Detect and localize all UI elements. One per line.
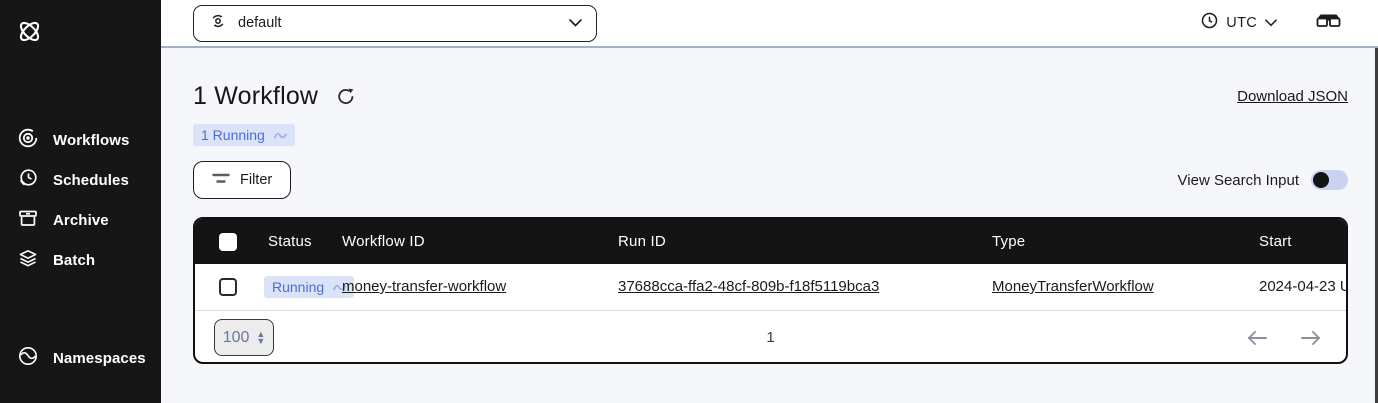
filter-button-label: Filter bbox=[240, 172, 273, 188]
page-title: 1 Workflow bbox=[193, 82, 319, 110]
page-size-select[interactable]: 100 ▲▼ bbox=[214, 319, 274, 356]
sidebar: Workflows Schedules Archive bbox=[0, 0, 161, 403]
heading-row: 1 Workflow Download JSON bbox=[193, 82, 1348, 111]
archive-icon bbox=[17, 207, 39, 234]
topbar-right: UTC bbox=[1201, 12, 1342, 34]
sidebar-item-batch[interactable]: Batch bbox=[0, 240, 161, 280]
sidebar-item-workflows[interactable]: Workflows bbox=[0, 120, 161, 160]
workflows-table: Status Workflow ID Run ID Type Start Run… bbox=[193, 217, 1348, 364]
table-header-row: Status Workflow ID Run ID Type Start bbox=[195, 219, 1346, 264]
sidebar-nav: Workflows Schedules Archive bbox=[0, 120, 161, 280]
chevron-down-icon bbox=[1265, 14, 1277, 32]
run-id-link[interactable]: 37688cca-ffa2-48cf-809b-f18f5119bca3 bbox=[618, 278, 880, 295]
refresh-icon[interactable] bbox=[336, 87, 356, 107]
column-header-status[interactable]: Status bbox=[268, 233, 312, 250]
scrollbar[interactable] bbox=[1375, 28, 1378, 403]
table-row[interactable]: Running money-transfer-workflow 37688cca… bbox=[195, 264, 1346, 310]
toggle-knob bbox=[1313, 172, 1329, 188]
sidebar-item-label: Batch bbox=[53, 251, 96, 269]
namespaces-icon bbox=[17, 345, 39, 372]
pagination-controls bbox=[1246, 330, 1322, 346]
row-checkbox[interactable] bbox=[219, 278, 237, 296]
clock-icon bbox=[1201, 12, 1218, 34]
previous-page-arrow-icon[interactable] bbox=[1246, 330, 1268, 346]
column-header-workflow-id[interactable]: Workflow ID bbox=[342, 233, 425, 250]
filter-button[interactable]: Filter bbox=[193, 161, 292, 199]
running-count-badge[interactable]: 1 Running bbox=[193, 124, 295, 146]
running-count-label: 1 Running bbox=[201, 127, 265, 143]
stepper-arrows-icon: ▲▼ bbox=[256, 329, 266, 346]
namespace-selector[interactable]: default bbox=[193, 4, 597, 42]
workflow-id-link[interactable]: money-transfer-workflow bbox=[342, 278, 507, 295]
next-page-arrow-icon[interactable] bbox=[1300, 330, 1322, 346]
workflows-icon bbox=[17, 127, 39, 154]
current-page-indicator: 1 bbox=[766, 329, 775, 346]
running-pulse-icon bbox=[333, 284, 347, 290]
chevron-down-icon bbox=[569, 14, 582, 32]
timezone-label: UTC bbox=[1226, 15, 1257, 31]
header-checkbox-cell bbox=[195, 232, 237, 251]
sidebar-nav-bottom: Namespaces bbox=[0, 338, 161, 378]
column-header-run-id[interactable]: Run ID bbox=[618, 233, 666, 250]
column-header-type[interactable]: Type bbox=[992, 233, 1026, 250]
status-summary-row: 1 Running bbox=[193, 124, 1348, 146]
temporal-logo-icon bbox=[19, 21, 40, 42]
namespace-selector-value: default bbox=[238, 15, 282, 31]
table-footer: 100 ▲▼ 1 bbox=[195, 310, 1346, 362]
download-json-link[interactable]: Download JSON bbox=[1237, 88, 1348, 105]
schedules-icon bbox=[17, 167, 39, 194]
filter-icon bbox=[212, 172, 230, 188]
view-search-input-toggle[interactable] bbox=[1311, 170, 1348, 190]
running-pulse-icon bbox=[273, 132, 287, 138]
workflow-type-link[interactable]: MoneyTransferWorkflow bbox=[992, 278, 1154, 295]
temporal-logo[interactable] bbox=[0, 0, 161, 50]
labs-glasses-icon[interactable] bbox=[1315, 12, 1342, 34]
topbar: default UTC bbox=[161, 0, 1378, 48]
sidebar-item-label: Namespaces bbox=[53, 349, 146, 367]
sidebar-item-schedules[interactable]: Schedules bbox=[0, 160, 161, 200]
row-workflow-id-cell: money-transfer-workflow bbox=[342, 278, 618, 296]
row-type-cell: MoneyTransferWorkflow bbox=[992, 278, 1259, 296]
status-badge: Running bbox=[264, 276, 355, 298]
select-all-checkbox[interactable] bbox=[219, 232, 237, 251]
row-checkbox-cell bbox=[195, 278, 237, 296]
view-search-input-control: View Search Input bbox=[1178, 170, 1348, 190]
row-run-id-cell: 37688cca-ffa2-48cf-809b-f18f5119bca3 bbox=[618, 278, 992, 296]
sidebar-item-label: Schedules bbox=[53, 171, 129, 189]
status-label: Running bbox=[272, 279, 325, 295]
namespace-switcher-icon bbox=[208, 11, 228, 36]
sidebar-item-archive[interactable]: Archive bbox=[0, 200, 161, 240]
sidebar-item-label: Workflows bbox=[53, 131, 130, 149]
sidebar-item-namespaces[interactable]: Namespaces bbox=[0, 338, 161, 378]
main-content: 1 Workflow Download JSON 1 Running bbox=[161, 48, 1378, 403]
sidebar-item-label: Archive bbox=[53, 211, 109, 229]
row-status-cell: Running bbox=[237, 276, 355, 298]
start-time-value: 2024-04-23 U bbox=[1259, 278, 1348, 295]
view-search-input-label: View Search Input bbox=[1177, 171, 1299, 189]
timezone-selector[interactable]: UTC bbox=[1201, 12, 1277, 34]
page-size-value: 100 bbox=[222, 328, 250, 346]
toolbar-row: Filter View Search Input bbox=[193, 161, 1348, 199]
row-start-cell: 2024-04-23 U bbox=[1259, 278, 1348, 296]
column-header-start[interactable]: Start bbox=[1259, 233, 1292, 250]
batch-icon bbox=[17, 247, 39, 274]
